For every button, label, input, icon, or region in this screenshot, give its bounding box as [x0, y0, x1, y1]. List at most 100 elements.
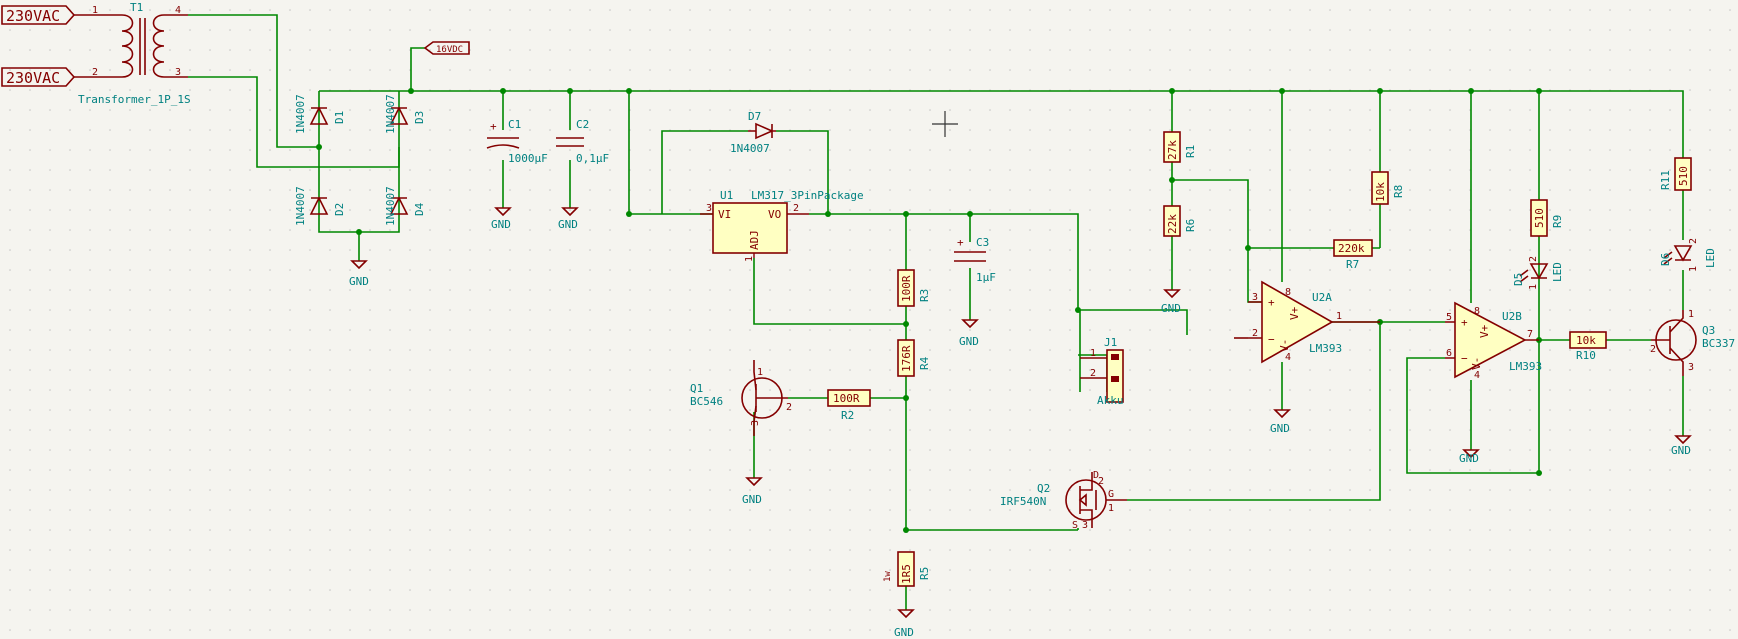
resistor-r9: 510 R9 — [1530, 199, 1564, 237]
resistor-r8: 10k R8 — [1371, 171, 1405, 205]
ref-designator: C1 — [508, 118, 521, 131]
resistor-r3: 100R R3 — [897, 269, 931, 307]
component-value: 510 — [1533, 208, 1546, 228]
ref-designator: Q3 — [1702, 324, 1715, 337]
component-value: 100R — [900, 275, 913, 302]
power-label: GND — [959, 335, 979, 348]
power-label: GND — [349, 275, 369, 288]
capacitor-c3: + C3 1µF — [954, 236, 996, 284]
transistor-q3: 1 2 3 Q3 BC337 — [1650, 309, 1735, 376]
resistor-r6: 22k R6 — [1163, 205, 1197, 237]
pin-name: D — [1093, 470, 1099, 481]
component-value: 1µF — [976, 271, 996, 284]
ref-designator: D4 — [413, 202, 426, 216]
ref-designator: D2 — [333, 203, 346, 216]
pin-number: 3 — [1082, 520, 1088, 531]
component-value: 100R — [833, 392, 860, 405]
pin-number: 4 — [1474, 370, 1480, 381]
resistor-r5: 1R5 R5 1w — [883, 551, 931, 587]
power-label: GND — [558, 218, 578, 231]
gnd-symbol: GND — [1671, 435, 1692, 457]
capacitor-c1: + C1 1000µF — [486, 118, 548, 165]
pin-number: 1 — [1090, 348, 1096, 359]
ref-designator: R10 — [1576, 349, 1596, 362]
pin-number: 6 — [1446, 348, 1452, 359]
ref-designator: R9 — [1551, 215, 1564, 228]
svg-text:+: + — [1461, 316, 1468, 329]
component-value: 1R5 — [900, 564, 913, 584]
pin-number: 8 — [1285, 287, 1291, 298]
component-value: 10k — [1576, 334, 1596, 347]
pin-number: 5 — [1446, 312, 1452, 323]
component-note: 1w — [883, 571, 893, 582]
label-text: 16VDC — [436, 45, 463, 55]
pin-number: 2 — [1688, 238, 1699, 244]
component-value: 10k — [1374, 182, 1387, 202]
gnd-symbol: GND — [349, 260, 369, 288]
ref-designator: R1 — [1184, 145, 1197, 158]
ref-designator: C2 — [576, 118, 589, 131]
svg-text:−: − — [1268, 333, 1275, 346]
gnd-symbol: GND — [894, 609, 915, 639]
capacitor-c2: C2 0,1µF — [556, 118, 609, 165]
pin-number: 2 — [1098, 476, 1104, 487]
pin-number: 2 — [793, 203, 799, 214]
transformer-t1: 1 2 4 3 T1 Transformer_1P_1S — [74, 1, 191, 106]
ref-designator: J1 — [1104, 336, 1117, 349]
component-value: 1N4007 — [294, 94, 307, 134]
power-label: GND — [1671, 444, 1691, 457]
pin-number: 4 — [1285, 352, 1291, 363]
label-text: 230VAC — [6, 7, 60, 25]
pin-number: 3 — [1688, 362, 1694, 373]
pin-number: 2 — [1090, 368, 1096, 379]
resistor-r4: 176R R4 — [897, 339, 931, 377]
gnd-symbol: GND — [959, 319, 979, 348]
ref-designator: R8 — [1392, 185, 1405, 198]
svg-text:−: − — [1461, 352, 1468, 365]
junctions — [316, 88, 1542, 533]
component-value: 22k — [1166, 214, 1179, 234]
ref-designator: U1 — [720, 189, 733, 202]
ref-designator: Q2 — [1037, 482, 1050, 495]
gnd-symbol: GND — [1161, 289, 1181, 315]
pin-number: 2 — [1252, 328, 1258, 339]
pin-name: V- — [1278, 339, 1291, 352]
resistor-r1: 27k R1 — [1163, 131, 1197, 163]
ref-designator: R6 — [1184, 219, 1197, 232]
component-value: LED — [1704, 248, 1717, 268]
pin-name: S — [1072, 520, 1078, 531]
component-value: 1N4007 — [384, 94, 397, 134]
pin-name: V- — [1470, 357, 1483, 370]
pin-name: G — [1108, 489, 1114, 500]
ref-designator: R4 — [918, 356, 931, 370]
resistor-r11: 510 R11 — [1659, 157, 1692, 191]
pin-number: 1 — [1336, 311, 1342, 322]
power-label: GND — [491, 218, 511, 231]
diode-d1: 1N4007 D1 — [294, 94, 346, 134]
pin-name: V+ — [1288, 306, 1301, 320]
svg-text:+: + — [957, 236, 964, 249]
connector-j1: 1 2 J1 Akku — [1080, 336, 1124, 407]
ref-designator: U2A — [1312, 291, 1332, 304]
pin-name: VO — [768, 208, 781, 221]
label-text: 230VAC — [6, 69, 60, 87]
mosfet-q2: D G S 2 1 3 Q2 IRF540N — [1000, 470, 1127, 531]
pin-number: 3 — [750, 420, 761, 426]
ref-designator: R11 — [1659, 170, 1672, 190]
ref-designator: R5 — [918, 567, 931, 580]
pin-number: 1 — [1108, 503, 1114, 514]
component-value: 510 — [1677, 166, 1690, 186]
power-label: GND — [1459, 452, 1479, 465]
svg-text:+: + — [1268, 296, 1275, 309]
resistor-r2: 100R R2 — [827, 389, 871, 422]
pin-number: 7 — [1527, 329, 1533, 340]
component-value: LM317_3PinPackage — [751, 189, 864, 202]
gnd-symbol: GND — [491, 207, 512, 231]
pin-number: 3 — [1252, 292, 1258, 303]
pin-number: 3 — [706, 203, 712, 214]
component-value: 1N4007 — [384, 186, 397, 226]
component-value: BC337 — [1702, 337, 1735, 350]
ref-designator: R2 — [841, 409, 854, 422]
component-value: 220k — [1338, 242, 1365, 255]
